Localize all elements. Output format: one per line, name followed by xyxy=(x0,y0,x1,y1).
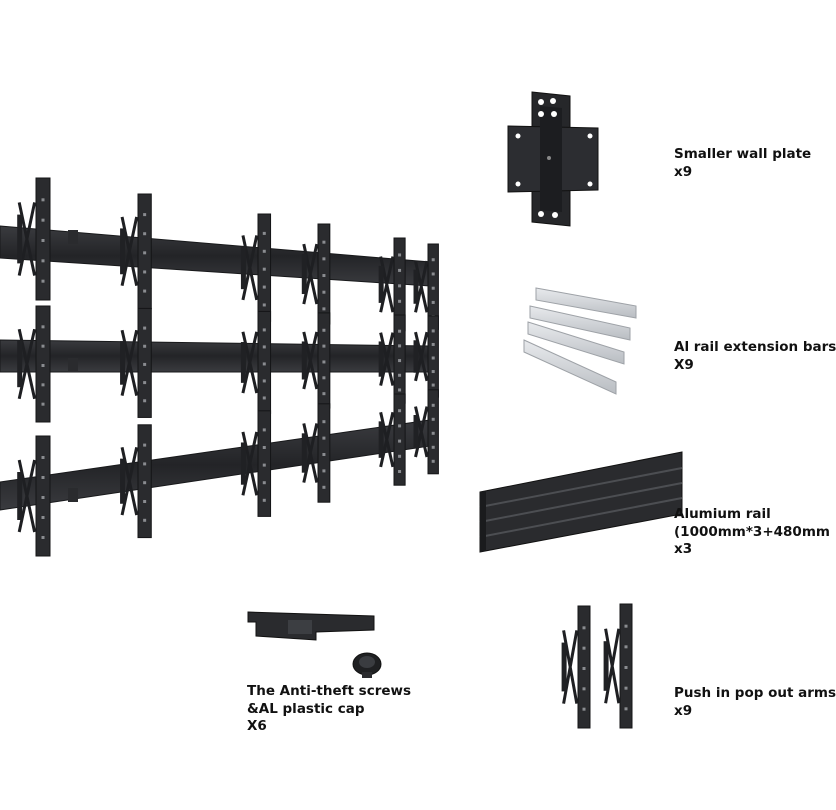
aluminum-rail-illustration xyxy=(479,451,683,553)
mount-arm-4 xyxy=(301,223,331,325)
rail-row-1 xyxy=(0,225,431,287)
wall-plate-label: Smaller wall plate x9 xyxy=(674,146,811,181)
extension-bars-name: Al rail extension bars xyxy=(674,339,836,355)
extension-bar-3 xyxy=(527,321,625,365)
mount-rails xyxy=(0,225,431,511)
extension-bars-illustration xyxy=(523,287,637,395)
mount-arm-8 xyxy=(120,307,152,418)
aluminum-rail-qty: x3 xyxy=(674,541,693,557)
bracket-3 xyxy=(68,488,78,502)
push-arms-label: Push in pop out arms x9 xyxy=(674,685,836,720)
bracket-1 xyxy=(68,230,78,244)
wall-plate-qty: x9 xyxy=(674,163,693,180)
push-arms-name: Push in pop out arms xyxy=(674,685,836,701)
wall-plate-illustration xyxy=(507,91,599,227)
mount-arm-9 xyxy=(240,310,272,414)
bracket-2 xyxy=(68,358,78,372)
mount-arm-1 xyxy=(17,177,51,301)
mount-arm-14 xyxy=(120,424,152,539)
mount-arm-3 xyxy=(240,213,272,322)
push-arm-1 xyxy=(561,605,591,729)
anti-theft-qty: X6 xyxy=(247,718,267,734)
extension-bars-label: Al rail extension bars X9 xyxy=(674,339,836,374)
mount-arm-10 xyxy=(301,312,331,409)
anti-theft-name-line2: &AL plastic cap xyxy=(247,700,365,717)
mount-arm-17 xyxy=(378,393,406,486)
anti-theft-label: The Anti-theft screws &AL plastic cap X6 xyxy=(247,683,411,736)
anti-theft-name-line1: The Anti-theft screws xyxy=(247,683,412,699)
push-arms-illustration xyxy=(561,603,633,729)
mount-arm-7 xyxy=(17,305,51,423)
extension-bars-qty: X9 xyxy=(674,356,694,373)
assembled-mount xyxy=(0,177,439,557)
push-arms-qty: x9 xyxy=(674,702,693,719)
rail-row-2 xyxy=(0,339,431,373)
product-illustration xyxy=(0,91,683,729)
mount-arm-5 xyxy=(378,237,406,332)
aluminum-rail-size: (1000mm*3+480mm xyxy=(674,523,830,540)
extension-bar-1 xyxy=(535,287,637,319)
aluminum-rail-label: Alumium rail (1000mm*3+480mm x3 xyxy=(674,506,830,559)
mount-arm-16 xyxy=(301,403,331,503)
extension-bar-4 xyxy=(523,339,617,395)
mount-arm-15 xyxy=(240,410,272,517)
aluminum-rail-name: Alumium rail xyxy=(674,506,771,522)
mount-arms xyxy=(17,177,439,557)
mount-arm-18 xyxy=(413,389,439,475)
mount-arm-2 xyxy=(120,193,152,310)
push-arm-2 xyxy=(603,603,633,729)
rail-row-3 xyxy=(0,419,431,511)
extension-bar-2 xyxy=(529,305,631,341)
anti-theft-illustration xyxy=(247,611,382,678)
wall-plate-name: Smaller wall plate xyxy=(674,146,812,162)
mount-arm-13 xyxy=(17,435,51,557)
